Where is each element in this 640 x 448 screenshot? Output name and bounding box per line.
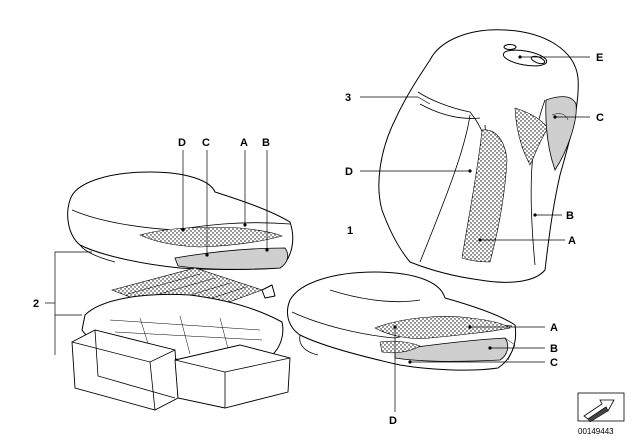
label-exploded-c: C (202, 137, 210, 149)
exploded-seat-assembly (67, 171, 294, 411)
label-cushion-c: C (550, 357, 558, 369)
part-labels: 1 2 3 E C D B A A B C D D C A B (33, 52, 604, 427)
label-backrest-c: C (596, 112, 604, 124)
reference-number: 00149443 (578, 427, 614, 436)
leader-lines (45, 56, 590, 412)
label-exploded-a: A (240, 137, 248, 149)
label-cushion-a: A (550, 322, 558, 334)
label-item-3: 3 (345, 92, 351, 104)
leader-dots (181, 55, 557, 364)
reference-box: 00149443 (577, 392, 625, 436)
label-exploded-d: D (178, 137, 186, 149)
seat-cushion-cover (287, 271, 517, 371)
backrest-cover (378, 29, 579, 283)
label-backrest-e: E (596, 52, 603, 64)
label-backrest-d: D (345, 166, 353, 178)
label-cushion-b: B (550, 343, 558, 355)
label-item-1: 1 (347, 225, 353, 237)
label-exploded-b: B (262, 137, 270, 149)
label-backrest-b: B (566, 210, 574, 222)
label-cushion-d: D (389, 415, 397, 427)
label-item-2: 2 (33, 298, 39, 310)
label-backrest-a: A (568, 235, 576, 247)
